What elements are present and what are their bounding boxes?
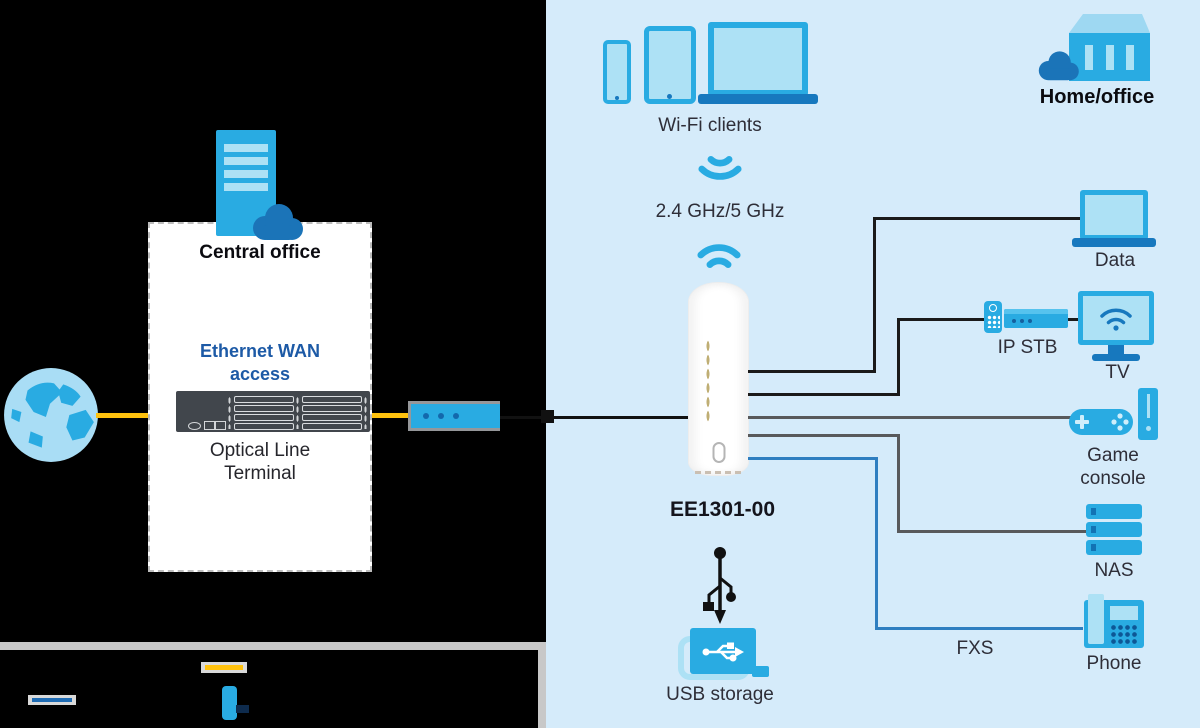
laptop-icon [708,22,808,96]
data-line [748,370,876,373]
laptop-base [698,94,818,104]
phone-screen [1110,606,1138,620]
nas-line [748,434,900,437]
tablet-home-button [667,94,672,99]
legend-fiber-swatch [205,665,243,670]
data-laptop-base [1072,238,1156,247]
stb-line [897,318,900,396]
wan-line [500,416,690,419]
server-slot [224,170,268,178]
data-line [873,217,876,373]
mobile-icon [603,40,631,104]
fxs-label: FXS [956,638,994,659]
wifi-clients-label: Wi-Fi clients [658,115,762,136]
server-slot [224,183,268,191]
frequency-label: 2.4 GHz/5 GHz [655,201,785,222]
cloud-icon [253,204,303,240]
usb-storage-label: USB storage [666,684,774,705]
stb-line [897,318,986,321]
usb-symbol-icon [703,547,736,624]
fiber-line-ont [372,413,408,418]
fxs-line [875,457,878,630]
mobile-home-button [615,96,619,100]
tv-label: TV [1105,362,1130,383]
olt-label: Optical Line Terminal [209,440,311,484]
phone-keypad [1110,624,1137,644]
gamepad-icon [1069,409,1133,435]
ip-stb-label: IP STB [997,337,1058,358]
stb-line [748,393,900,396]
legend-ethernet-swatch [32,698,72,702]
stb-icon [1004,309,1068,328]
wifi-down-icon [698,156,742,180]
tv-stand-base [1092,354,1140,361]
stb-tv-line [1068,318,1080,321]
router-icon [688,282,749,476]
tv-stand-neck [1108,345,1124,354]
fxs-line [875,627,1083,630]
globe-icon [4,368,98,462]
legend-box [0,642,546,728]
building-roof [1069,14,1150,33]
router-model-label: EE1301-00 [669,498,776,521]
legend-usb-tip [236,705,249,713]
router-wps-button [712,442,725,463]
fxs-line [748,457,878,460]
usb-drive-icon [690,628,756,674]
game-line [748,416,1072,419]
router-leds [706,339,710,423]
phone-handset [1088,594,1104,644]
building-icon [1069,33,1150,81]
tv-icon [1078,291,1154,345]
wifi-up-icon [697,244,741,268]
ethernet-wan-label: Ethernet WAN access [199,341,320,384]
data-laptop-icon [1080,190,1148,240]
phone-label: Phone [1086,653,1142,674]
tv-wifi-icon [1100,308,1132,331]
legend-usb-icon [222,686,237,720]
nas-icon [1086,504,1142,556]
nas-label: NAS [1094,560,1134,581]
home-cloud-icon [1038,51,1079,81]
server-slot [224,144,268,152]
router-base [695,471,742,474]
central-office-label: Central office [199,242,321,263]
data-line [873,217,1080,220]
remote-icon [984,301,1002,333]
nas-line [897,434,900,533]
server-slot [224,157,268,165]
fiber-line-globe [96,413,150,418]
olt-icon [176,391,370,432]
nas-line [897,530,1086,533]
usb-plug [752,666,769,677]
data-label: Data [1094,250,1136,271]
tablet-icon [644,26,696,104]
game-tower-icon [1138,388,1158,440]
game-console-label: Game console [1080,445,1146,489]
ont-icon [408,401,500,431]
home-office-label: Home/office [1039,86,1155,108]
wan-connector [541,410,554,423]
